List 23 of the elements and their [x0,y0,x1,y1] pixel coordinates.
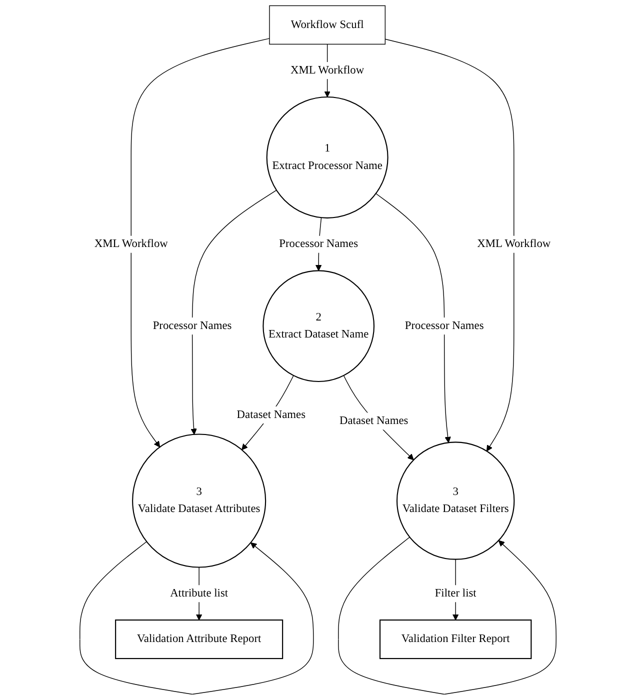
edge-label: Processor Names [152,320,232,332]
arrow [80,541,314,695]
edge-label: XML Workflow [94,238,168,250]
edge-label: Filter list [434,587,476,600]
node-box: Validation Filter Report [379,620,532,660]
edge-label: XML Workflow [477,238,551,250]
arrow [130,38,270,448]
arrow [338,536,556,695]
node-circle: 3 Validate Dataset Filters [396,442,515,560]
edge-label: Processor Names [279,238,358,250]
node-box: Workflow Scufl [269,5,386,45]
arrow [376,193,451,443]
node-circle: 1 Extract Processor Name [266,96,388,218]
arrow [190,190,277,435]
edge-label: Dataset Names [339,414,408,427]
edge-label: Dataset Names [236,408,306,421]
node-circle: 2 Extract Dataset Name [262,270,375,382]
arrow [384,38,514,452]
node-circle: 3 Validate Dataset Attributes [132,434,266,568]
node-box: Validation Attribute Report [115,620,284,660]
edge-label: XML Workflow [290,64,364,76]
edge-label: Attribute list [170,587,228,600]
edge-label: Processor Names [404,320,484,332]
